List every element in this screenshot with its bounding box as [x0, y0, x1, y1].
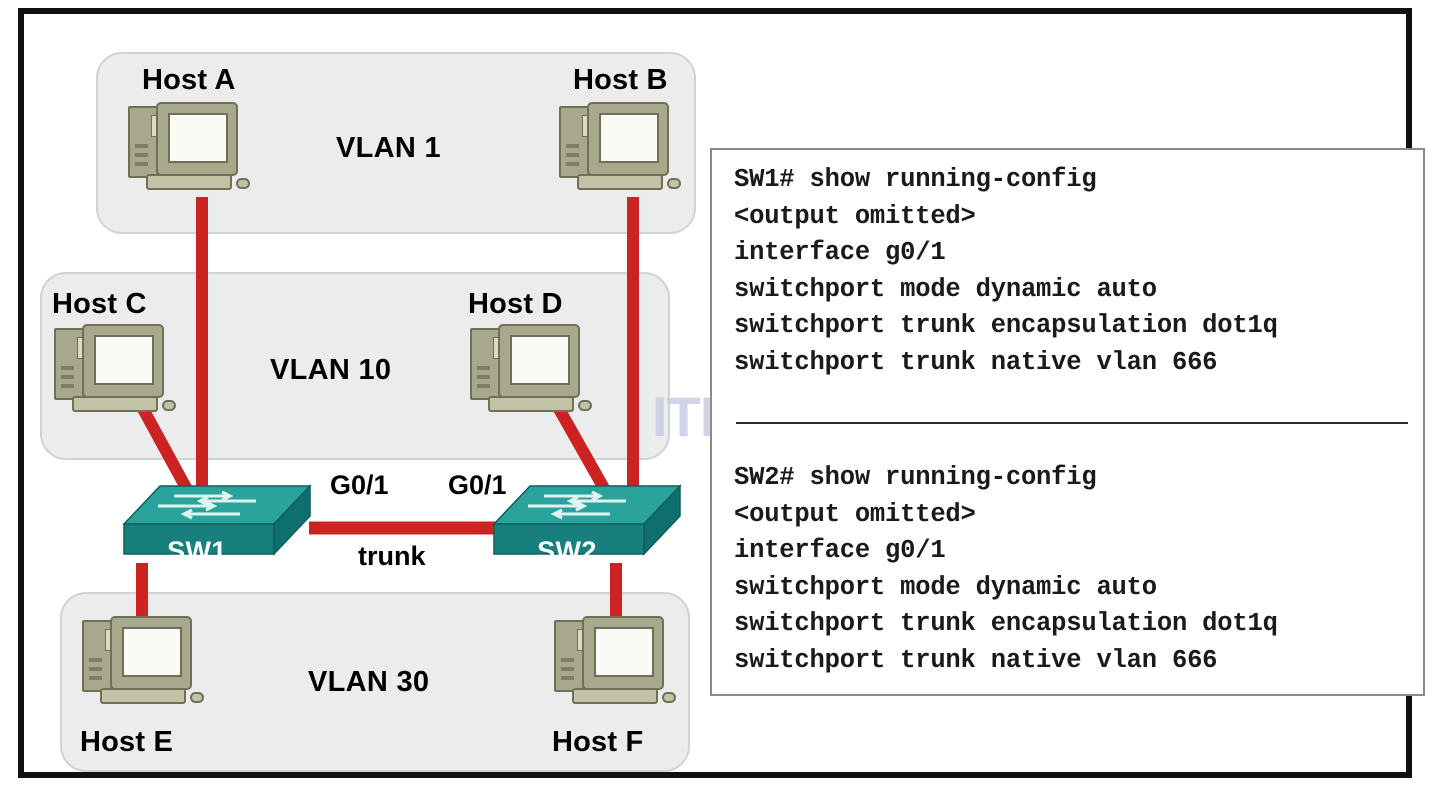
switch-sw1[interactable]: SW1: [122, 484, 312, 576]
host-c[interactable]: [52, 320, 184, 424]
pc-mouse-icon: [162, 400, 176, 411]
diagram-frame: SW1 SW2 Host A: [18, 8, 1425, 778]
pc-screen: [510, 335, 570, 385]
host-f-label: Host F: [552, 726, 644, 758]
host-b-label: Host B: [573, 64, 668, 96]
host-b[interactable]: [557, 98, 689, 202]
vlan-label-vlan30: VLAN 30: [308, 666, 430, 698]
pc-screen: [122, 627, 182, 677]
pc-screen: [168, 113, 228, 163]
pc-mouse-icon: [662, 692, 676, 703]
config-divider: [736, 422, 1408, 424]
host-a-label: Host A: [142, 64, 236, 96]
trunk-label: trunk: [358, 541, 426, 571]
sw1-running-config-text: SW1# show running-config <output omitted…: [734, 165, 1278, 377]
pc-icon: [126, 98, 256, 198]
pc-monitor-icon: [498, 324, 580, 398]
pc-icon: [52, 320, 182, 420]
pc-keyboard-icon: [572, 688, 658, 704]
pc-monitor-icon: [587, 102, 669, 176]
host-d-label: Host D: [468, 288, 563, 320]
host-e[interactable]: [80, 612, 212, 716]
pc-mouse-icon: [667, 178, 681, 189]
switch-sw2-label: SW2: [537, 536, 597, 566]
pc-icon: [557, 98, 687, 198]
pc-screen: [599, 113, 659, 163]
port-label-sw1-g01: G0/1: [330, 470, 389, 500]
pc-mouse-icon: [190, 692, 204, 703]
switch-icon: [492, 484, 682, 556]
pc-screen: [594, 627, 654, 677]
pc-keyboard-icon: [577, 174, 663, 190]
pc-keyboard-icon: [72, 396, 158, 412]
switch-icon: [122, 484, 312, 556]
vlan-label-vlan10: VLAN 10: [270, 354, 392, 386]
host-c-label: Host C: [52, 288, 147, 320]
config-output-panel: SW1# show running-config <output omitted…: [710, 148, 1425, 696]
pc-keyboard-icon: [100, 688, 186, 704]
pc-monitor-icon: [82, 324, 164, 398]
pc-icon: [80, 612, 210, 712]
host-f[interactable]: [552, 612, 684, 716]
pc-mouse-icon: [236, 178, 250, 189]
pc-monitor-icon: [156, 102, 238, 176]
pc-keyboard-icon: [146, 174, 232, 190]
pc-monitor-icon: [110, 616, 192, 690]
vlan-label-vlan1: VLAN 1: [336, 132, 441, 164]
host-a[interactable]: [126, 98, 258, 202]
pc-icon: [468, 320, 598, 420]
pc-icon: [552, 612, 682, 712]
switch-sw1-label: SW1: [167, 536, 227, 566]
host-d[interactable]: [468, 320, 600, 424]
pc-screen: [94, 335, 154, 385]
pc-keyboard-icon: [488, 396, 574, 412]
switch-sw2[interactable]: SW2: [492, 484, 682, 576]
port-label-sw2-g01: G0/1: [448, 470, 507, 500]
sw2-running-config-text: SW2# show running-config <output omitted…: [734, 463, 1278, 675]
pc-mouse-icon: [578, 400, 592, 411]
host-e-label: Host E: [80, 726, 174, 758]
pc-monitor-icon: [582, 616, 664, 690]
